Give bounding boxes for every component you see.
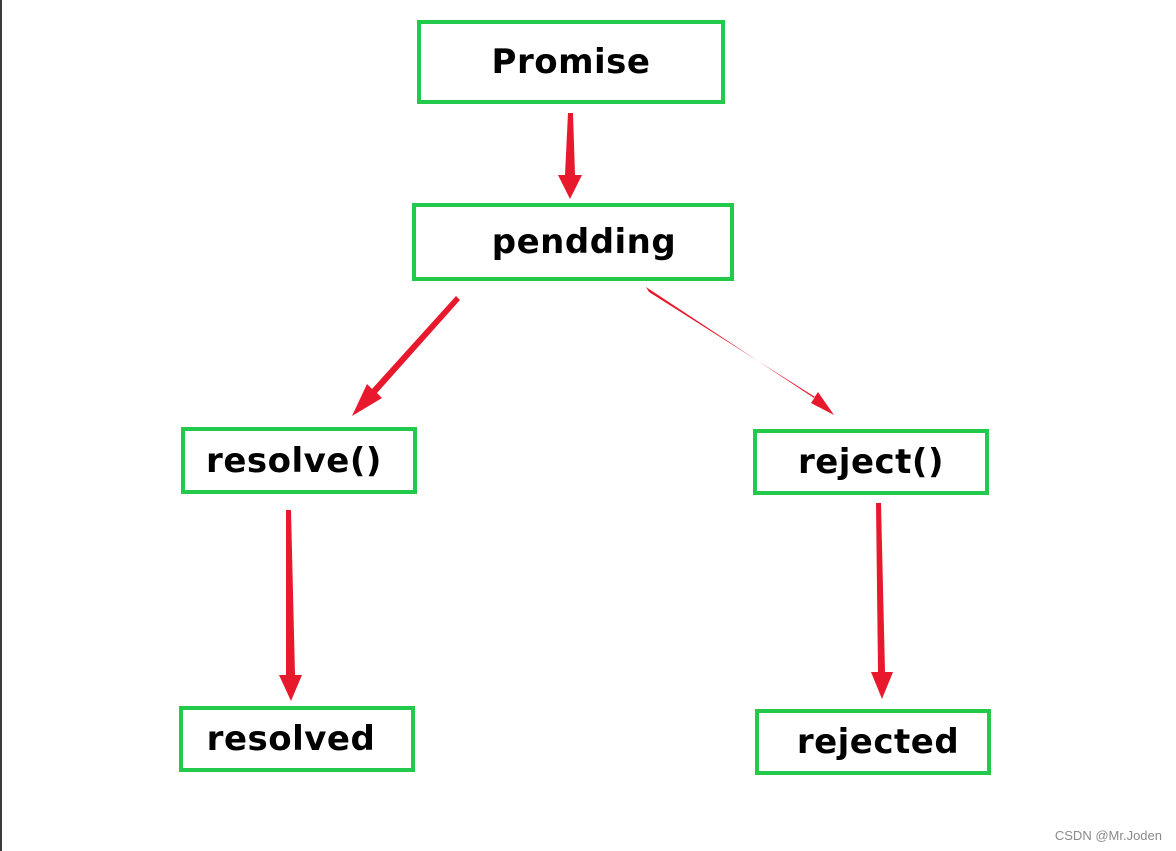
- node-promise: Promise: [417, 20, 725, 104]
- arrow-pending-to-reject: [646, 287, 834, 415]
- node-reject: reject(): [753, 429, 989, 495]
- node-resolved-label: resolved: [206, 719, 376, 759]
- node-promise-label: Promise: [491, 42, 651, 82]
- arrow-pending-to-resolve: [352, 296, 460, 416]
- node-pending: pendding: [412, 203, 734, 281]
- arrow-resolve-to-resolved: [279, 510, 302, 701]
- node-resolve-label: resolve(): [206, 440, 382, 481]
- watermark: CSDN @Mr.Joden: [1054, 828, 1162, 843]
- node-resolve: resolve(): [181, 427, 417, 494]
- arrow-promise-to-pending: [558, 113, 582, 199]
- node-rejected: rejected: [755, 709, 991, 775]
- node-resolved: resolved: [179, 706, 415, 772]
- node-rejected-label: rejected: [796, 722, 960, 762]
- left-border-line: [0, 0, 2, 851]
- node-reject-label: reject(): [797, 442, 945, 482]
- arrow-reject-to-rejected: [871, 503, 893, 699]
- node-pending-label: pendding: [491, 222, 677, 262]
